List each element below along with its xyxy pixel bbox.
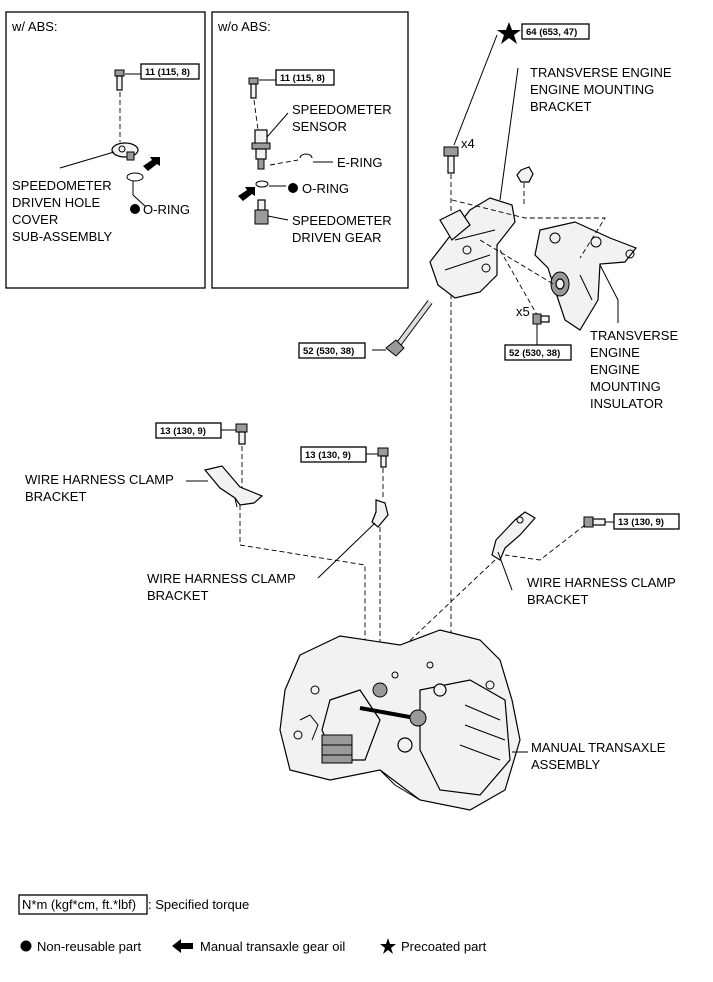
quantity-x4: x4 (461, 136, 475, 151)
speedometer-hole-cover-part (111, 142, 139, 161)
o-ring-label: O-RING (143, 202, 190, 217)
torque-value: 11 (115, 8) (145, 67, 190, 78)
assembly-line (499, 249, 541, 321)
legend-nonreusable-text: Non-reusable part (37, 939, 141, 954)
torque-value: 64 (653, 47) (526, 27, 577, 38)
speedometer-hole-cover-label: SPEEDOMETER DRIVEN HOLE COVER SUB-ASSEMB… (12, 178, 115, 244)
long-bolt-52-part (385, 300, 433, 357)
clamp-bracket-center-label: WIRE HARNESS CLAMP BRACKET (147, 571, 299, 603)
legend-torque-units: N*m (kgf*cm, ft.*lbf) (22, 897, 136, 912)
torque-value: 13 (130, 9) (305, 450, 351, 461)
non-reusable-dot-icon (288, 183, 298, 193)
assembly-line (399, 559, 496, 651)
legend-precoated-star-icon (380, 938, 396, 954)
torque-value: 13 (130, 9) (618, 517, 664, 528)
speedometer-sensor-label: SPEEDOMETER SENSOR (292, 102, 395, 134)
torque-value: 13 (130, 9) (160, 426, 206, 437)
torque-value: 52 (530, 38) (303, 346, 354, 357)
assembly-line (269, 159, 299, 166)
quantity-x5: x5 (516, 304, 530, 319)
leader-line (132, 181, 147, 208)
non-reusable-dot-icon (130, 204, 140, 214)
speedometer-driven-gear-label: SPEEDOMETER DRIVEN GEAR (292, 213, 395, 245)
legend-gear-oil-text: Manual transaxle gear oil (200, 939, 345, 954)
leader-line (453, 34, 498, 146)
transaxle-label: MANUAL TRANSAXLE ASSEMBLY (531, 740, 669, 772)
assembly-line (253, 99, 259, 131)
assembly-line (479, 239, 556, 286)
leader-line (267, 215, 289, 221)
torque-box (613, 513, 680, 530)
torque-box (140, 63, 200, 80)
torque-box (521, 23, 590, 40)
bolt-52-small-part (532, 313, 550, 325)
leader-line (317, 522, 376, 579)
bolt-13-left-part (235, 423, 248, 445)
bolt-11-right (248, 77, 259, 99)
bolt-13-right-part (583, 516, 606, 528)
leader-line (599, 264, 619, 323)
bolt-13-center-part (377, 447, 389, 468)
legend-precoated-text: Precoated part (401, 939, 487, 954)
torque-box (298, 342, 366, 359)
torque-box (275, 69, 335, 86)
o-ring-label: O-RING (302, 181, 349, 196)
o-ring-part (126, 172, 144, 182)
e-ring-label: E-RING (337, 155, 383, 170)
wire-harness-clamp-bracket-right-part (491, 511, 536, 561)
torque-value: 52 (530, 38) (509, 348, 560, 359)
wire-harness-clamp-bracket-left-part (203, 465, 264, 508)
o-ring-part (255, 180, 269, 188)
legend-torque-box (18, 894, 148, 915)
leader-line (499, 67, 519, 201)
mount-insulator-label: TRANSVERSE ENGINE ENGINE MOUNTING INSULA… (590, 328, 682, 411)
leader-line (59, 151, 115, 169)
with-abs-title: w/ ABS: (11, 19, 58, 34)
manual-transaxle-assembly-part (279, 629, 521, 811)
without-abs-title: w/o ABS: (217, 19, 271, 34)
e-ring-part (299, 153, 313, 159)
precoated-star-icon (497, 22, 521, 44)
clamp-bracket-left-label: WIRE HARNESS CLAMP BRACKET (25, 472, 177, 504)
leader-line (266, 112, 289, 138)
without-abs-panel (211, 11, 409, 289)
leader-line (497, 551, 513, 591)
with-abs-panel (5, 11, 206, 289)
torque-box (504, 344, 572, 361)
assembly-line (451, 199, 606, 259)
engine-mounting-insulator-part (534, 221, 637, 331)
bolt-11-left (114, 69, 125, 91)
legend-torque-text: : Specified torque (148, 897, 249, 912)
nut-part (516, 166, 534, 183)
speedometer-sensor-part (251, 129, 271, 170)
torque-value: 11 (115, 8) (280, 73, 325, 84)
assembly-line (504, 524, 586, 561)
engine-mounting-bracket-part (429, 197, 516, 299)
legend-non-reusable-dot-icon (20, 940, 32, 952)
clamp-bracket-right-label: WIRE HARNESS CLAMP BRACKET (527, 575, 679, 607)
legend-gear-oil-arrow-icon (172, 939, 193, 953)
mount-bracket-label: TRANSVERSE ENGINE ENGINE MOUNTING BRACKE… (530, 65, 675, 114)
gear-oil-arrow-icon (143, 157, 160, 171)
gear-oil-arrow-icon (238, 187, 255, 201)
wire-harness-clamp-bracket-center-part (371, 499, 389, 528)
bolt-64-part (443, 146, 459, 174)
assembly-line (239, 505, 366, 650)
speedometer-driven-gear-part (254, 199, 269, 225)
